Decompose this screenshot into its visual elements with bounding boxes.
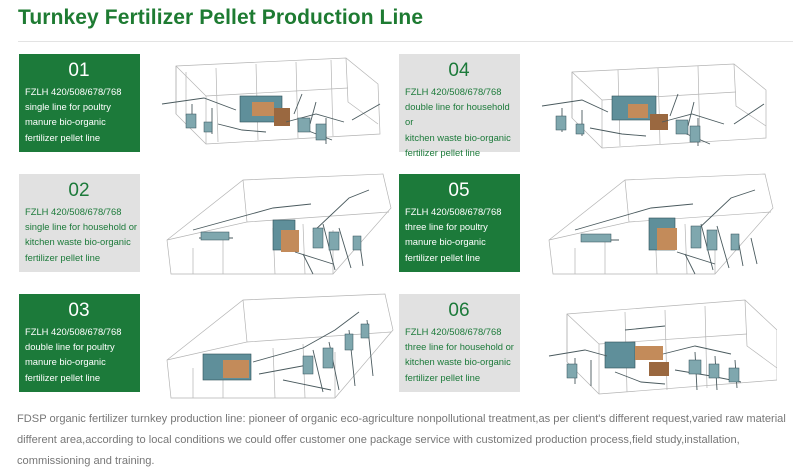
line-02-illustration: [166, 173, 392, 275]
line-number: 01: [68, 60, 90, 81]
line-number: 05: [448, 180, 470, 201]
line-number: 02: [68, 180, 90, 201]
line-card-05: 05 FZLH 420/508/678/768 three line for p…: [399, 174, 520, 272]
line-number: 04: [448, 60, 470, 81]
line-card-04: 04 FZLH 420/508/678/768 double line for …: [399, 54, 520, 158]
footer-description: FDSP organic fertilizer turnkey producti…: [17, 413, 786, 467]
line-number: 03: [68, 300, 90, 321]
line-card-06: 06 FZLH 420/508/678/768 three line for h…: [399, 294, 520, 392]
line-description: FZLH 420/508/678/768 double line for hou…: [405, 86, 511, 158]
line-03-illustration: [166, 293, 394, 399]
line-description: FZLH 420/508/678/768 three line for poul…: [405, 206, 502, 263]
line-05-illustration: [548, 173, 774, 275]
line-card-03: 03 FZLH 420/508/678/768 double line for …: [19, 294, 140, 392]
page-title: Turnkey Fertilizer Pellet Production Lin…: [18, 6, 424, 29]
line-04-illustration: [541, 63, 767, 149]
line-description: FZLH 420/508/678/768 single line for hou…: [25, 206, 138, 263]
line-card-02: 02 FZLH 420/508/678/768 single line for …: [19, 174, 140, 272]
line-card-01: 01 FZLH 420/508/678/768 single line for …: [19, 54, 140, 152]
line-number: 06: [448, 300, 470, 321]
line-description: FZLH 420/508/678/768 three line for hous…: [405, 326, 514, 383]
line-01-illustration: [161, 57, 381, 145]
line-description: FZLH 420/508/678/768 single line for pou…: [25, 86, 122, 143]
line-description: FZLH 420/508/678/768 double line for pou…: [25, 326, 122, 383]
line-06-illustration: [548, 299, 777, 395]
title-divider: [18, 41, 793, 42]
